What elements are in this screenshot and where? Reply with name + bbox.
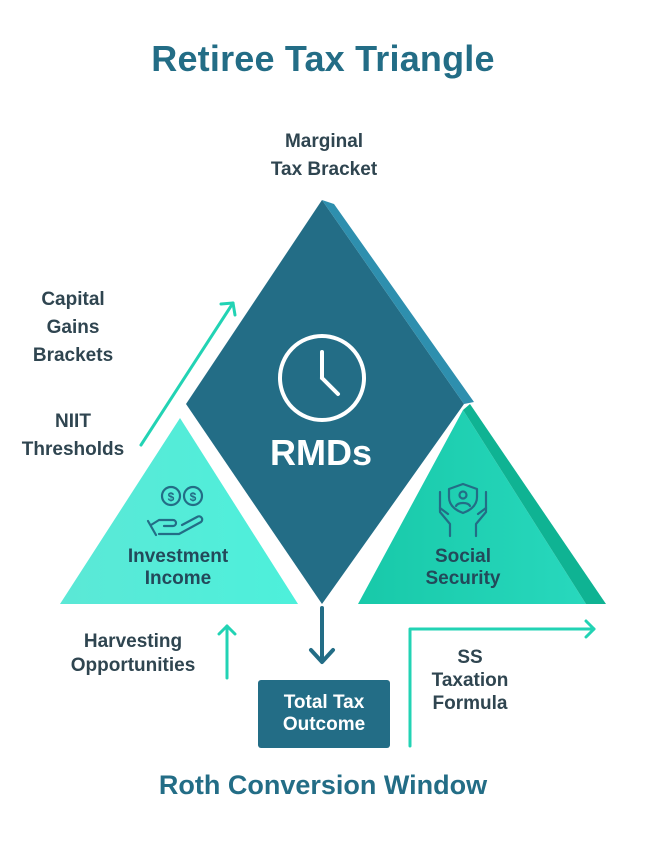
investment-income-triangle (60, 418, 298, 604)
svg-text:$: $ (190, 490, 197, 504)
rmds-label: RMDs (269, 432, 372, 473)
roth-conversion-window-label: Roth Conversion Window (158, 770, 488, 800)
clock-icon (278, 334, 366, 422)
outcome-arrow (309, 606, 335, 664)
page-title: Retiree Tax Triangle (151, 38, 495, 79)
harvesting-arrow (217, 624, 237, 680)
protected-person-icon (438, 482, 488, 538)
money-hand-icon: $ $ (146, 485, 204, 537)
ss-taxation-arrow (408, 619, 596, 748)
capital-gains-arrow (139, 301, 237, 447)
niit-thresholds-label: NIIT Thresholds (21, 411, 125, 460)
capital-gains-brackets-label: Capital Gains Brackets (32, 289, 114, 366)
total-tax-outcome-box: Total Tax Outcome (258, 680, 390, 748)
ss-taxation-formula-label: SS Taxation Formula (431, 647, 509, 714)
investment-income-label: Investment Income (127, 546, 229, 589)
harvesting-opportunities-label: Harvesting Opportunities (70, 631, 196, 676)
marginal-tax-bracket-label: Marginal Tax Bracket (270, 131, 378, 180)
social-security-label: Social Security (425, 546, 501, 589)
rmds-diamond (186, 200, 474, 604)
svg-text:$: $ (168, 490, 175, 504)
